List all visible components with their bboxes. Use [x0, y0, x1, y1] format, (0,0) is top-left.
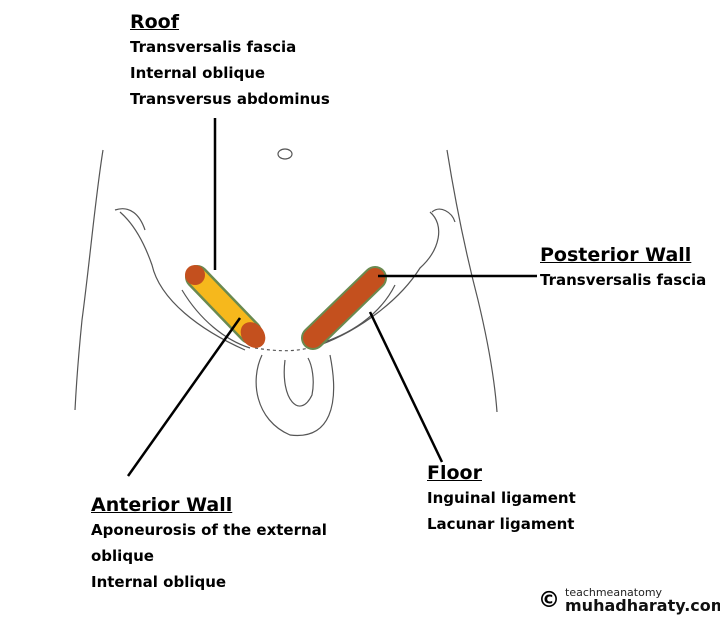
right-thigh-crease — [431, 208, 456, 223]
posterior-title: Posterior Wall — [540, 244, 692, 266]
right-torso-outline — [446, 149, 498, 413]
posterior-item: Transversalis fascia — [540, 271, 707, 289]
roof-item: Transversus abdominus — [130, 90, 330, 108]
anterior-wall-label: Anterior Wall Aponeurosis of the externa… — [91, 493, 327, 595]
roof-item: Transversalis fascia — [130, 38, 297, 56]
pubic-dashed-line — [254, 344, 319, 352]
watermark-line1: teachmeanatomy — [565, 586, 663, 599]
deep-ring-left — [185, 265, 205, 285]
scrotum-outline — [255, 354, 335, 437]
anterior-item: Internal oblique — [91, 573, 227, 591]
roof-label: Roof Transversalis fascia Internal obliq… — [130, 10, 330, 112]
floor-item: Lacunar ligament — [427, 515, 575, 533]
roof-title: Roof — [130, 11, 180, 33]
left-torso-outline — [74, 149, 104, 411]
copyright-icon: © — [538, 588, 560, 613]
roof-deep-ring — [185, 265, 266, 348]
left-thigh-crease — [114, 208, 146, 231]
floor-title: Floor — [427, 462, 482, 484]
anterior-item: Aponeurosis of the external — [91, 521, 327, 539]
left-hip-line — [181, 289, 251, 349]
anterior-leader — [126, 317, 242, 477]
floor-leader — [368, 311, 444, 463]
floor-label: Floor Inguinal ligament Lacunar ligament — [427, 461, 576, 537]
superficial-ring-left — [240, 322, 266, 348]
umbilicus — [277, 148, 293, 160]
floor-item: Inguinal ligament — [427, 489, 576, 507]
anterior-title: Anterior Wall — [91, 494, 233, 516]
penis-outline — [283, 357, 314, 407]
left-arm-crease — [119, 211, 246, 351]
posterior-canal — [301, 266, 387, 350]
roof-item: Internal oblique — [130, 64, 266, 82]
leader-lines — [126, 118, 537, 477]
watermark-line2: muhadharaty.com — [565, 596, 720, 615]
posterior-wall-label: Posterior Wall Transversalis fascia — [540, 243, 706, 293]
anterior-item: oblique — [91, 547, 154, 565]
